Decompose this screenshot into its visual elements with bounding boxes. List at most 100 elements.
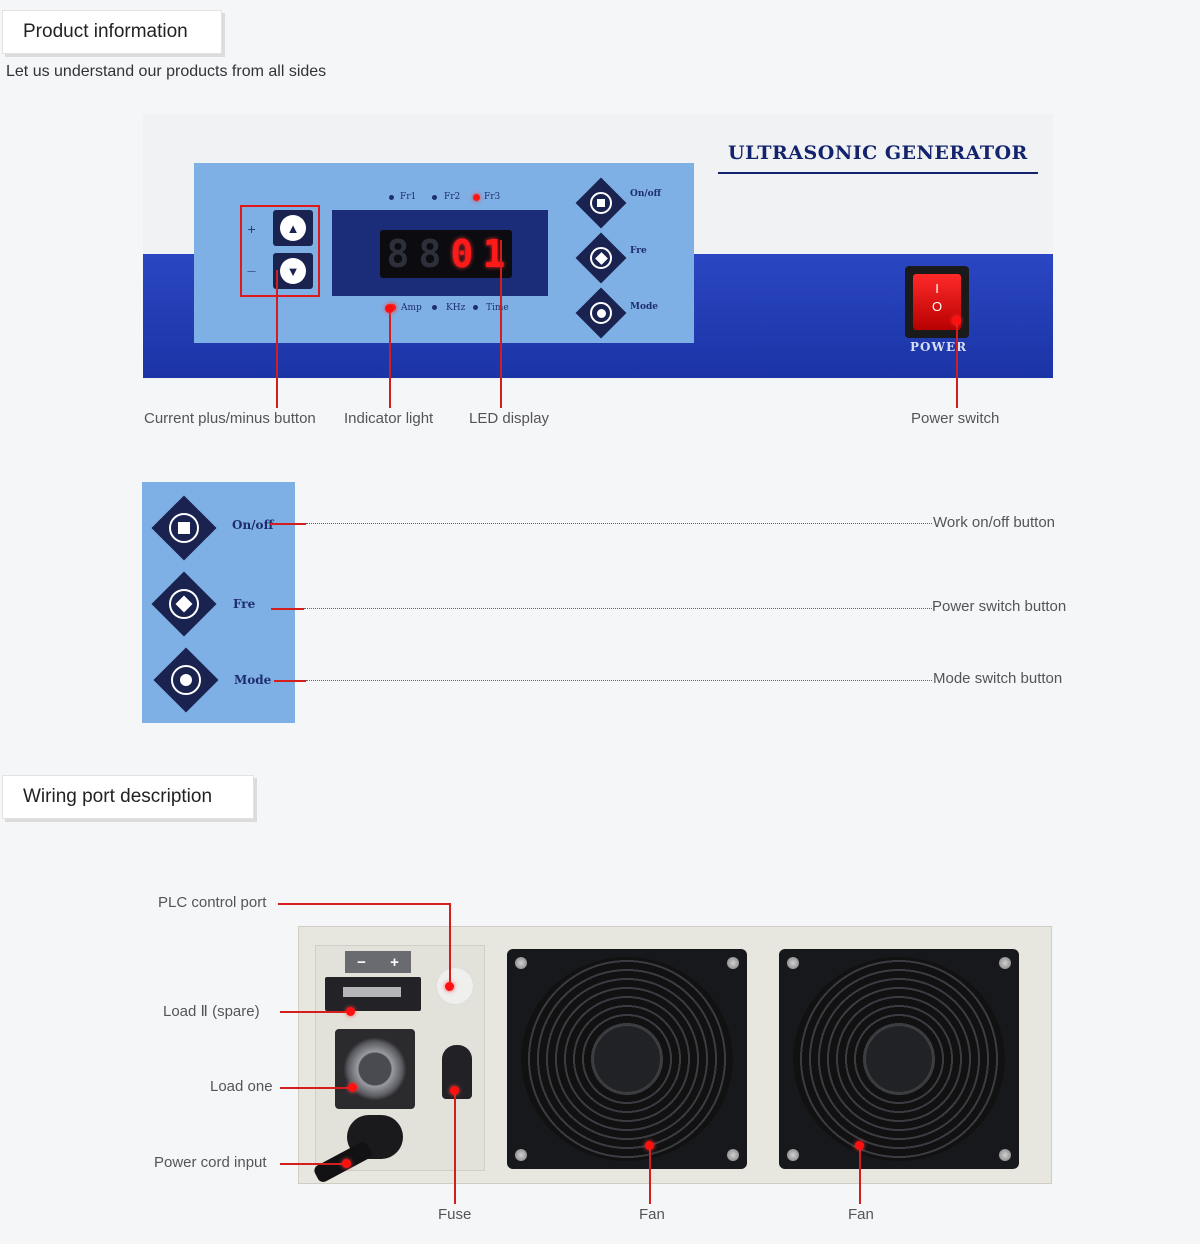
leader-fan1 [649, 1145, 651, 1204]
circle-icon [596, 308, 606, 318]
callout-line-indicator [389, 308, 391, 408]
leader-load2 [280, 1011, 350, 1013]
circle-icon [180, 674, 192, 686]
plc-port[interactable] [436, 967, 474, 1005]
detail-tick-fre [271, 608, 304, 610]
leader-plc-h [278, 903, 450, 905]
dot-power-cord [342, 1159, 351, 1168]
dot-load1 [348, 1083, 357, 1092]
leader-fuse [454, 1090, 456, 1204]
triangle-down-icon: ▼ [286, 263, 300, 279]
on-off-button[interactable] [575, 177, 627, 229]
indicator-dot-fr1 [389, 195, 394, 200]
stop-square-icon [597, 199, 605, 207]
fre-label: Fre [630, 246, 647, 256]
led-digit-4: 1 [482, 232, 506, 276]
callout-fan2: Fan [848, 1206, 874, 1223]
leader-load1 [280, 1087, 352, 1089]
diamond-icon [175, 595, 193, 613]
indicator-dot-khz [432, 305, 437, 310]
detail-tick-mode [274, 680, 306, 682]
mode-button[interactable] [575, 287, 627, 339]
control-label-sheet: + — ▲ ▼ Fr1 Fr2 Fr3 8 8 0 1 Amp KHz [194, 163, 694, 343]
fr2-label: Fr2 [444, 192, 461, 202]
time-label: Time [486, 303, 509, 313]
detail-leader-fre [304, 608, 932, 609]
diamond-icon [594, 251, 608, 265]
callout-plc: PLC control port [158, 894, 267, 911]
detail-fre-label: Fre [233, 597, 256, 611]
detail-mode-button[interactable] [153, 647, 219, 713]
led-digit-3: 0 [450, 232, 474, 276]
callout-line-plus-minus [276, 270, 278, 408]
leader-power-cord [280, 1163, 346, 1165]
callout-power: Power switch [911, 410, 1000, 427]
dot-fuse [450, 1086, 459, 1095]
section-title-wiring: Wiring port description [2, 775, 254, 819]
detail-desc-on-off: Work on/off button [933, 514, 1056, 531]
fr3-label: Fr3 [484, 192, 501, 202]
callout-dot-indicator [385, 304, 394, 313]
terminal-bar [343, 987, 401, 997]
dot-fan1 [645, 1141, 654, 1150]
callout-power-cord: Power cord input [154, 1154, 267, 1171]
section-title-text: Wiring port description [23, 786, 213, 807]
section-subtitle: Let us understand our products from all … [6, 63, 327, 80]
rear-panel-image: − + [298, 926, 1052, 1185]
detail-fre-button[interactable] [151, 571, 217, 637]
led-display-frame: 8 8 0 1 [332, 210, 548, 296]
load-one-connector[interactable] [335, 1029, 415, 1109]
leader-fan2 [859, 1145, 861, 1204]
indicator-dot-fr2 [432, 195, 437, 200]
fan-left [507, 949, 747, 1169]
dot-load2 [346, 1007, 355, 1016]
rocker-on-mark: I [935, 281, 939, 296]
terminal-cover: − + [345, 951, 411, 973]
fre-button[interactable] [575, 232, 627, 284]
triangle-up-icon: ▲ [286, 220, 300, 236]
front-panel-image: ULTRASONIC GENERATOR + — ▲ ▼ Fr1 Fr2 Fr3… [143, 114, 1053, 380]
rocker-off-mark: O [931, 299, 943, 315]
amp-label: Amp [401, 303, 422, 313]
minus-button[interactable]: ▼ [273, 253, 313, 289]
detail-leader-on-off [306, 523, 932, 524]
indicator-dot-fr3 [473, 194, 480, 201]
mode-label: Mode [630, 302, 658, 312]
brand-underline [718, 172, 1038, 174]
terminal-minus: − [357, 953, 366, 971]
callout-load2: Load Ⅱ (spare) [163, 1003, 260, 1020]
led-display: 8 8 0 1 [380, 230, 512, 278]
on-off-label: On/off [630, 189, 662, 199]
callout-led: LED display [469, 410, 550, 427]
callout-indicator: Indicator light [344, 410, 434, 427]
callout-plus-minus: Current plus/minus button [144, 410, 316, 427]
khz-label: KHz [446, 303, 466, 313]
fan-right [779, 949, 1019, 1169]
callout-line-power [956, 320, 958, 408]
button-detail-panel: On/off Fre Mode [142, 482, 295, 723]
dot-fan2 [855, 1141, 864, 1150]
plus-button[interactable]: ▲ [273, 210, 313, 246]
plus-sign: + [247, 223, 257, 236]
fan-hub-icon [593, 1025, 661, 1093]
plus-minus-highlight [240, 205, 320, 297]
led-digit-1: 8 [386, 232, 410, 276]
fr1-label: Fr1 [400, 192, 417, 202]
section-title-text: Product information [23, 21, 188, 42]
dot-plc [445, 982, 454, 991]
callout-load1: Load one [210, 1078, 273, 1095]
detail-mode-label: Mode [234, 673, 272, 687]
detail-leader-mode [306, 680, 932, 681]
detail-desc-fre: Power switch button [932, 598, 1067, 615]
stop-square-icon [178, 522, 190, 534]
leader-plc-v [449, 903, 451, 987]
detail-on-off-button[interactable] [151, 495, 217, 561]
callout-fuse: Fuse [438, 1206, 472, 1223]
brand-name: ULTRASONIC GENERATOR [728, 142, 1028, 164]
power-switch[interactable]: I O [905, 266, 969, 338]
terminal-plus: + [390, 953, 399, 971]
power-label: POWER [910, 340, 968, 354]
callout-dot-power [952, 316, 961, 325]
callout-line-led [500, 240, 502, 408]
indicator-dot-time [473, 305, 478, 310]
